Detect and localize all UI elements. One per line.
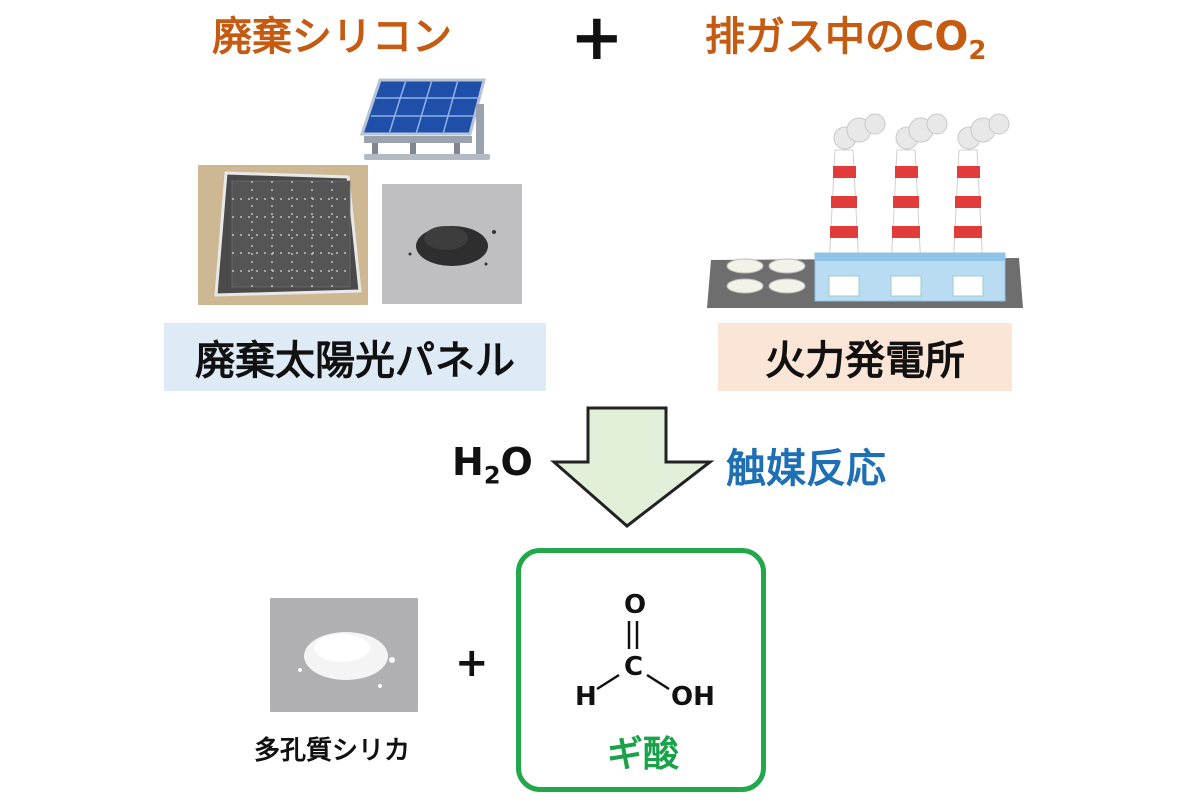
water-h: H [452,440,484,484]
atom-h: H [575,682,597,712]
bond-c-h [596,673,620,691]
waste-silicon-title: 廃棄シリコン [212,14,452,60]
catalytic-reaction-label: 触媒反応 [726,446,886,492]
solar-panel-icon [359,78,490,160]
waste-solar-panel-label: 廃棄太陽光パネル [164,323,546,391]
formic-acid-label: ギ酸 [607,734,680,775]
product-plus-sign: + [455,640,489,686]
water-reagent-label: H2O [452,440,533,490]
atom-o-top: O [624,590,646,620]
co2-subscript: 2 [968,36,987,66]
formic-acid-structure: O C H OH [575,590,715,712]
exhaust-co2-text: 排ガス中のCO [705,14,969,60]
exhaust-co2-title: 排ガス中のCO2 [705,4,986,66]
water-o: O [500,440,533,484]
porous-silica-photo [270,598,418,712]
water-subscript: 2 [483,461,501,490]
bond-c-oh [646,673,670,691]
reaction-arrow-icon [550,406,715,528]
atom-oh: OH [671,682,715,712]
atom-c: C [624,652,643,682]
thermal-power-plant-label: 火力発電所 [718,323,1012,391]
porous-silica-caption: 多孔質シリカ [254,736,411,766]
formic-acid-box: O C H OH ギ酸 [516,548,766,792]
power-plant-icon [707,113,1023,308]
waste-solar-panel-photo [198,165,368,305]
header-plus-sign: + [570,1,624,75]
silicon-powder-photo [382,184,522,304]
